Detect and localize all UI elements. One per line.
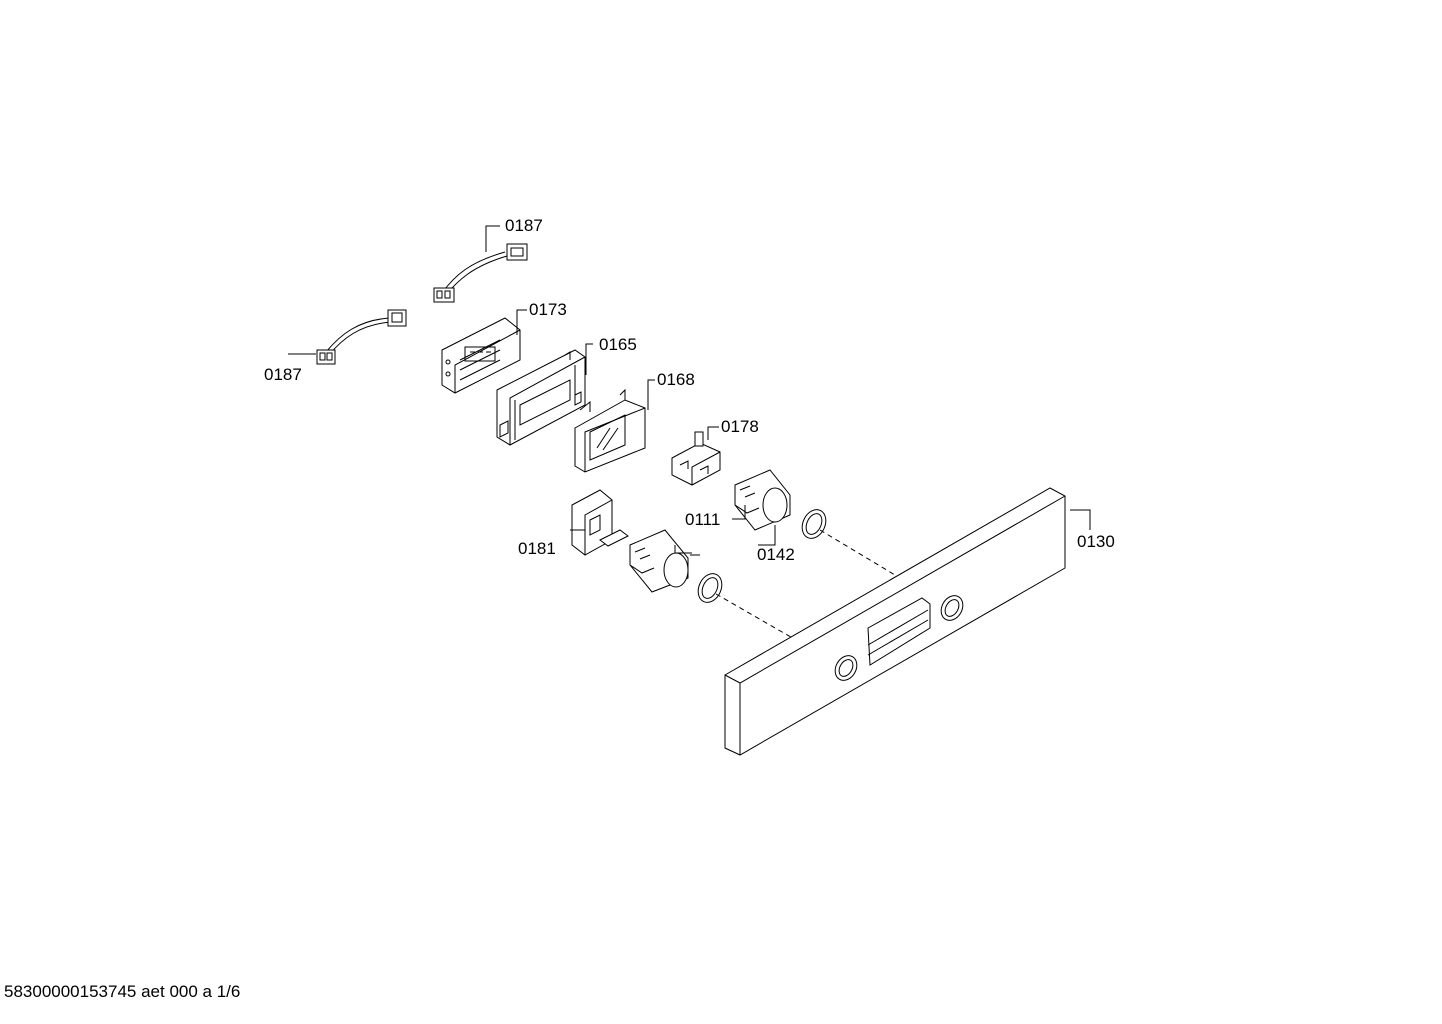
callout-0187-left: 0187 <box>264 365 302 384</box>
display-module <box>574 388 646 473</box>
callout-0181: 0181 <box>518 539 556 558</box>
leader-lines <box>288 225 1091 556</box>
callout-0130: 0130 <box>1077 532 1115 551</box>
wire-harness-left <box>316 309 407 365</box>
callout-0142: 0142 <box>757 545 795 564</box>
knob-ring-upper <box>801 509 827 539</box>
document-code: 58300000153745 aet 000 a 1/6 <box>4 982 241 1001</box>
rotary-control-lower <box>629 529 689 593</box>
rotary-control-upper <box>734 469 791 531</box>
callout-0178: 0178 <box>721 417 759 436</box>
control-panel <box>724 487 1066 756</box>
callout-0168: 0168 <box>657 370 695 389</box>
callout-0173: 0173 <box>529 300 567 319</box>
knob-ring-lower <box>697 573 723 603</box>
display-frame <box>496 349 586 446</box>
callout-0111: 0111 <box>685 510 721 529</box>
circuit-board <box>441 317 521 394</box>
control-bracket <box>571 489 629 556</box>
switch-bracket <box>671 431 721 486</box>
callout-0187-top: 0187 <box>505 216 543 235</box>
callout-0165: 0165 <box>599 335 637 354</box>
wire-harness-top <box>433 243 528 303</box>
